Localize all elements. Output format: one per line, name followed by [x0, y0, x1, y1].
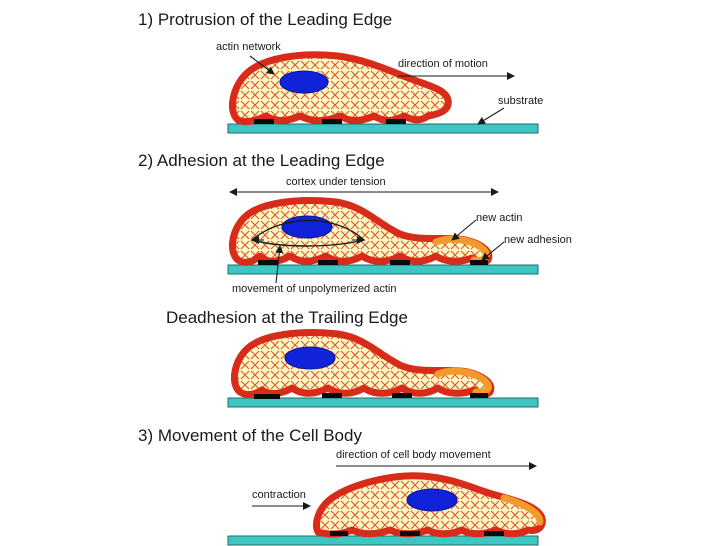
new-actin-4	[500, 494, 544, 526]
cell-1	[228, 51, 452, 126]
arrow-new-adhesion	[481, 241, 505, 261]
label-contraction: contraction	[252, 489, 306, 501]
substrate-4	[227, 535, 539, 546]
label-direction-cell-body: direction of cell body movement	[336, 449, 491, 461]
label-substrate: substrate	[498, 95, 543, 107]
arrow-new-actin	[451, 219, 477, 241]
label-cortex-under-tension: cortex under tension	[286, 176, 386, 188]
adhesion-4b	[400, 531, 420, 536]
section-1-title: 1) Protrusion of the Leading Edge	[138, 10, 392, 29]
cell-2	[228, 197, 493, 266]
adhesion-3b	[322, 393, 342, 398]
adhesion-2a	[258, 260, 278, 265]
adhesion-1b	[322, 119, 342, 124]
adhesion-4c	[484, 531, 504, 536]
label-movement-unpolymerized: movement of unpolymerized actin	[232, 283, 396, 295]
adhesion-4a	[330, 531, 348, 536]
adhesion-2b	[318, 260, 338, 265]
adhesion-1a	[254, 119, 274, 124]
adhesion-3a-detached	[254, 394, 280, 399]
nucleus-4	[406, 488, 458, 512]
adhesion-2d-new	[470, 260, 488, 265]
section-2b-title: Deadhesion at the Trailing Edge	[166, 308, 408, 327]
label-new-adhesion: new adhesion	[504, 234, 572, 246]
substrate-2	[227, 264, 539, 275]
arrow-substrate	[477, 107, 505, 125]
section-2-title: 2) Adhesion at the Leading Edge	[138, 151, 385, 170]
new-actin-3	[434, 367, 492, 396]
nucleus-2	[281, 215, 333, 239]
arrow-movement-unpolymerized	[275, 245, 284, 284]
adhesion-3c	[392, 393, 412, 398]
substrate-1	[227, 123, 539, 134]
label-new-actin: new actin	[476, 212, 522, 224]
substrate-3	[227, 397, 539, 408]
label-actin-network: actin network	[216, 41, 281, 53]
nucleus-3	[284, 346, 336, 370]
nucleus-1	[279, 70, 329, 94]
adhesion-2c	[390, 260, 410, 265]
label-direction-of-motion: direction of motion	[398, 58, 488, 70]
adhesion-1c	[386, 119, 406, 124]
adhesion-3d	[470, 393, 488, 398]
cell-3	[230, 329, 495, 398]
arrow-actin-network	[249, 55, 275, 75]
section-3-title: 3) Movement of the Cell Body	[138, 426, 362, 445]
